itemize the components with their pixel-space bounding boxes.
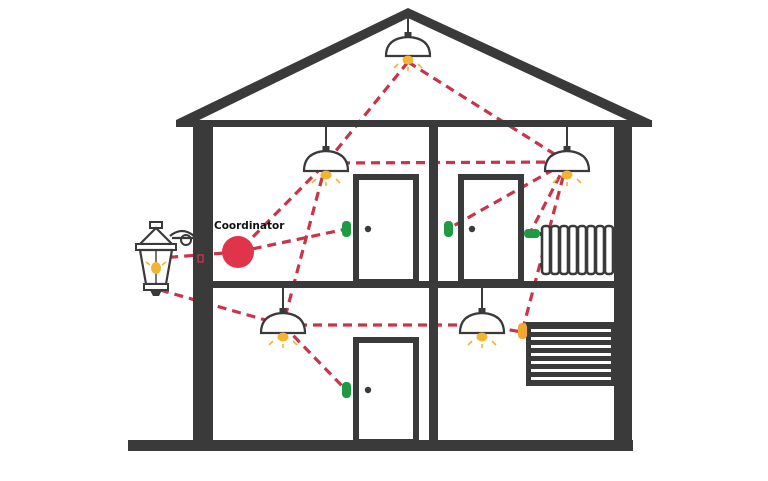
door-lower [353, 337, 419, 445]
door-icon [353, 337, 419, 445]
outdoor-lantern [135, 221, 195, 296]
ceiling-lamp-icon [384, 12, 432, 71]
sensor-lower-door [342, 382, 351, 398]
ceiling-lamp-lower-right [458, 288, 506, 348]
radiator-upper [540, 224, 615, 276]
door-icon [458, 174, 524, 285]
outdoor-lantern-icon [135, 221, 195, 296]
sensor-icon [342, 221, 351, 237]
ground-line [128, 440, 633, 451]
ceiling-lamp-icon [458, 288, 506, 348]
radiator-icon [526, 322, 614, 386]
ceiling-lamp-upper-left [302, 126, 350, 186]
door-upper-left [353, 174, 419, 285]
sensor-upper-left-door [342, 221, 351, 237]
center-partition [429, 120, 438, 448]
radiator-icon [540, 224, 615, 276]
sensor-icon [524, 229, 540, 238]
sensor-icon [444, 221, 453, 237]
mesh-links [159, 60, 569, 392]
ceiling-lamp-icon [302, 126, 350, 186]
ceiling-lamp-lower-left [259, 288, 307, 348]
coordinator: Coordinator [214, 220, 285, 268]
ceiling-lamp-icon [259, 288, 307, 348]
ceiling-lamp-attic [384, 12, 432, 71]
sensor-upper-right-door [444, 221, 453, 237]
coordinator-icon [222, 236, 254, 268]
sensor-icon [342, 382, 351, 398]
door-icon [353, 174, 419, 285]
sensor-icon [518, 323, 527, 339]
coordinator-label: Coordinator [214, 220, 285, 232]
sensor-radiator-lower [518, 323, 527, 339]
ceiling-beam [176, 120, 652, 127]
door-upper-right [458, 174, 524, 285]
sensor-radiator-upper [524, 229, 540, 238]
wall-socket-marker [197, 254, 204, 263]
ceiling-lamp-icon [543, 126, 591, 186]
ceiling-lamp-upper-right [543, 126, 591, 186]
radiator-lower [526, 322, 614, 386]
